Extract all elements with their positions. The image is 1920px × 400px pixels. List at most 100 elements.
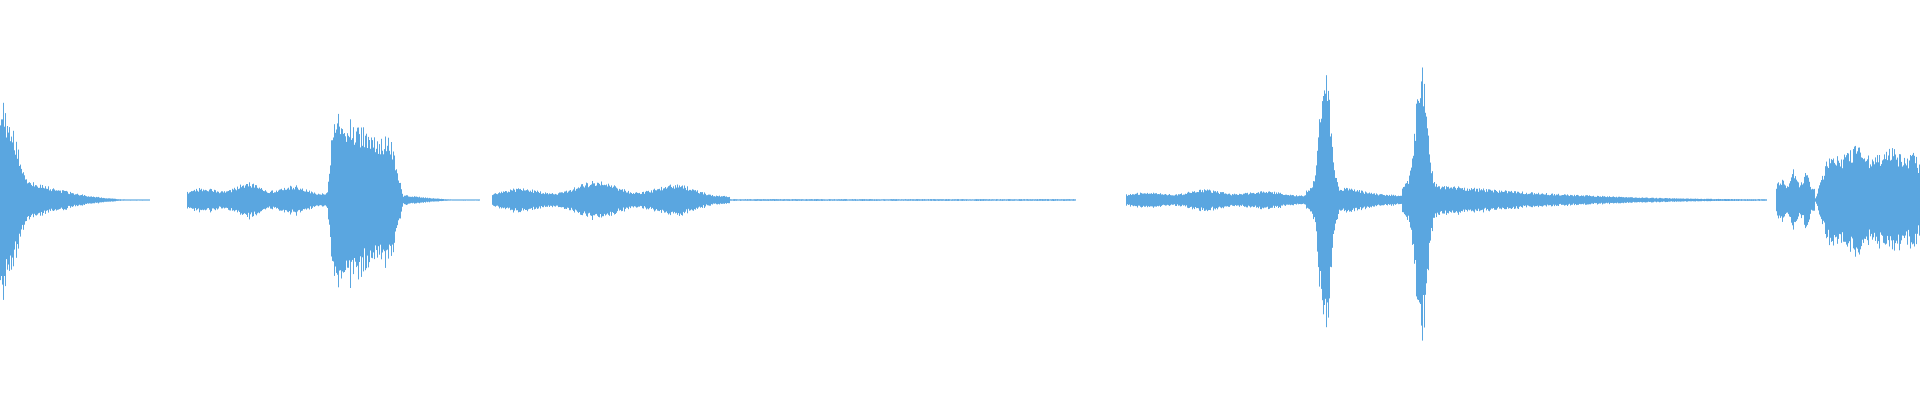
- waveform-sample: [98, 196, 99, 204]
- waveform-sample: [125, 199, 126, 201]
- waveform-sample: [955, 199, 956, 201]
- waveform-sample: [1500, 192, 1501, 209]
- waveform-sample: [997, 199, 998, 201]
- waveform-sample: [610, 186, 611, 212]
- waveform-sample: [1519, 192, 1520, 207]
- waveform-sample: [1902, 166, 1903, 236]
- waveform-sample: [1583, 195, 1584, 205]
- waveform-sample: [454, 199, 455, 201]
- waveform-sample: [1898, 166, 1899, 235]
- waveform-sample: [520, 188, 521, 213]
- waveform-sample: [570, 190, 571, 211]
- waveform-sample: [1157, 194, 1158, 206]
- waveform-sample: [1556, 194, 1557, 206]
- waveform-sample: [963, 199, 964, 201]
- waveform-sample: [1520, 193, 1521, 207]
- waveform-sample: [992, 199, 993, 201]
- waveform-sample: [788, 199, 789, 201]
- waveform-sample: [1186, 194, 1187, 206]
- waveform-sample: [1914, 155, 1915, 247]
- waveform-sample: [666, 188, 667, 212]
- waveform-sample: [796, 199, 797, 201]
- waveform-sample: [595, 186, 596, 215]
- waveform-sample: [1207, 189, 1208, 212]
- waveform-sample: [1367, 193, 1368, 207]
- waveform-sample: [471, 199, 472, 201]
- waveform-sample: [3, 102, 4, 300]
- waveform-sample: [660, 190, 661, 210]
- waveform-sample: [278, 190, 279, 210]
- waveform-sample: [656, 190, 657, 209]
- waveform-sample: [114, 198, 115, 202]
- waveform-sample: [1847, 153, 1848, 247]
- waveform-sample: [527, 189, 528, 212]
- waveform-sample: [1438, 186, 1439, 215]
- waveform-sample: [143, 199, 144, 201]
- waveform-sample: [820, 199, 821, 201]
- waveform-sample: [1860, 152, 1861, 250]
- waveform-sample: [1648, 198, 1649, 202]
- waveform-sample: [1528, 193, 1529, 206]
- waveform-sample: [76, 194, 77, 206]
- waveform-sample: [986, 199, 987, 201]
- waveform-sample: [898, 199, 899, 201]
- waveform-sample: [1587, 195, 1588, 205]
- waveform-sample: [1904, 157, 1905, 238]
- waveform-sample: [1689, 198, 1690, 202]
- waveform-sample: [1375, 194, 1376, 206]
- waveform-sample: [320, 194, 321, 206]
- waveform-sample: [1140, 192, 1141, 207]
- waveform-sample: [1731, 199, 1732, 201]
- waveform-sample: [62, 190, 63, 209]
- waveform-sample: [476, 199, 477, 201]
- waveform-sample: [739, 199, 740, 201]
- waveform-sample: [1701, 198, 1702, 202]
- waveform-sample: [1301, 195, 1302, 205]
- waveform-sample: [1192, 191, 1193, 210]
- waveform-sample: [851, 199, 852, 201]
- waveform-sample: [77, 193, 78, 207]
- waveform-sample: [18, 149, 19, 249]
- waveform-sample: [1526, 192, 1527, 208]
- waveform-sample: [1206, 190, 1207, 210]
- waveform-sample: [1287, 195, 1288, 205]
- waveform-sample: [267, 192, 268, 208]
- waveform-sample: [1550, 195, 1551, 206]
- waveform-sample: [1213, 190, 1214, 211]
- waveform-sample: [1456, 189, 1457, 212]
- waveform-sample: [492, 195, 493, 205]
- waveform-sample: [1439, 186, 1440, 215]
- waveform-sample: [1729, 199, 1730, 201]
- waveform-sample: [896, 199, 897, 201]
- waveform-sample: [1467, 188, 1468, 212]
- waveform-sample: [1128, 194, 1129, 205]
- waveform-sample: [728, 197, 729, 204]
- waveform-sample: [338, 113, 339, 288]
- waveform-sample: [518, 188, 519, 213]
- waveform-sample: [641, 193, 642, 207]
- waveform-sample: [1594, 196, 1595, 203]
- waveform-sample: [1242, 194, 1243, 205]
- waveform-sample: [465, 199, 466, 201]
- waveform-sample: [1481, 189, 1482, 211]
- waveform-sample: [1707, 198, 1708, 202]
- waveform-sample: [866, 199, 867, 201]
- waveform-sample: [1590, 196, 1591, 205]
- waveform-sample: [1633, 197, 1634, 202]
- waveform-sample: [1383, 195, 1384, 206]
- waveform-sample: [984, 199, 985, 201]
- waveform-sample: [441, 198, 442, 202]
- waveform-sample: [313, 193, 314, 207]
- waveform-sample: [539, 193, 540, 207]
- waveform-sample: [1460, 188, 1461, 213]
- waveform-sample: [1152, 194, 1153, 207]
- waveform-sample: [336, 129, 337, 273]
- waveform-sample: [1749, 199, 1750, 201]
- waveform-sample: [1235, 194, 1236, 205]
- waveform-sample: [653, 189, 654, 210]
- waveform-sample: [1381, 194, 1382, 206]
- waveform-sample: [694, 190, 695, 210]
- waveform-sample: [120, 199, 121, 201]
